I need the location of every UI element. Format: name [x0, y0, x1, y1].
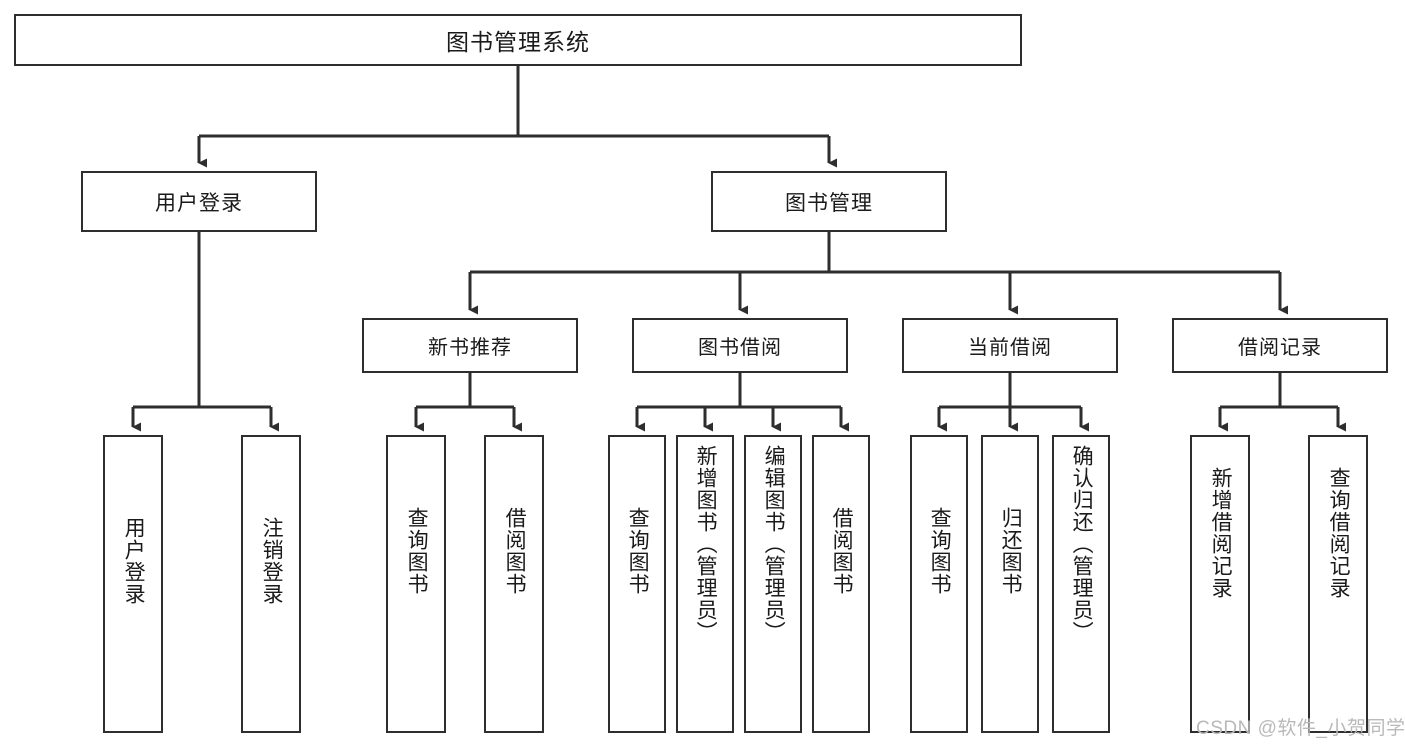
watermark-text: CSDN @软件_小贺同学: [1196, 718, 1405, 739]
node-leaf-borrow-book-2[interactable]: 借阅图书: [812, 435, 870, 733]
node-leaf-query-record[interactable]: 查询借阅记录: [1308, 435, 1368, 733]
node-book-borrow[interactable]: 图书借阅: [632, 318, 848, 373]
node-leaf-return-book[interactable]: 归还图书: [981, 435, 1039, 733]
node-book-borrow-label: 图书借阅: [698, 337, 782, 359]
node-book-manage[interactable]: 图书管理: [711, 171, 947, 232]
node-leaf-user-login[interactable]: 用户登录: [103, 435, 163, 733]
node-leaf-add-record[interactable]: 新增借阅记录: [1190, 435, 1250, 733]
node-leaf-confirm-return[interactable]: 确认归还（管理员）: [1052, 435, 1110, 733]
node-book-manage-label: 图书管理: [785, 191, 873, 215]
node-leaf-query-record-label: 查询借阅记录: [1327, 467, 1351, 599]
node-leaf-confirm-return-label: 确认归还（管理员）: [1070, 445, 1094, 643]
node-user-login-label: 用户登录: [155, 191, 243, 215]
node-current-borrow-label: 当前借阅: [968, 337, 1052, 359]
node-leaf-return-book-label: 归还图书: [999, 507, 1023, 595]
node-leaf-add-book[interactable]: 新增图书（管理员）: [676, 435, 734, 733]
node-leaf-borrow-book-1-label: 借阅图书: [503, 507, 527, 595]
node-new-book-rec[interactable]: 新书推荐: [362, 318, 578, 373]
node-leaf-borrow-book-1[interactable]: 借阅图书: [484, 435, 544, 733]
node-leaf-edit-book-label: 编辑图书（管理员）: [762, 445, 786, 643]
node-leaf-query-book-2[interactable]: 查询图书: [608, 435, 666, 733]
node-borrow-record-label: 借阅记录: [1238, 337, 1322, 359]
node-leaf-add-book-label: 新增图书（管理员）: [694, 445, 718, 643]
node-root[interactable]: 图书管理系统: [14, 14, 1022, 66]
node-leaf-query-book-3-label: 查询图书: [928, 507, 952, 595]
node-leaf-borrow-book-2-label: 借阅图书: [830, 507, 854, 595]
node-leaf-logout-label: 注销登录: [260, 517, 284, 605]
node-current-borrow[interactable]: 当前借阅: [902, 318, 1118, 373]
node-leaf-query-book-1[interactable]: 查询图书: [386, 435, 446, 733]
node-leaf-query-book-3[interactable]: 查询图书: [910, 435, 968, 733]
node-leaf-logout[interactable]: 注销登录: [241, 435, 301, 733]
node-leaf-user-login-label: 用户登录: [122, 517, 146, 605]
node-leaf-query-book-2-label: 查询图书: [626, 507, 650, 595]
node-leaf-query-book-1-label: 查询图书: [405, 507, 429, 595]
node-new-book-rec-label: 新书推荐: [428, 337, 512, 359]
node-leaf-add-record-label: 新增借阅记录: [1209, 467, 1233, 599]
node-user-login[interactable]: 用户登录: [81, 171, 317, 232]
node-root-label: 图书管理系统: [446, 29, 590, 55]
node-leaf-edit-book[interactable]: 编辑图书（管理员）: [744, 435, 802, 733]
node-borrow-record[interactable]: 借阅记录: [1172, 318, 1388, 373]
